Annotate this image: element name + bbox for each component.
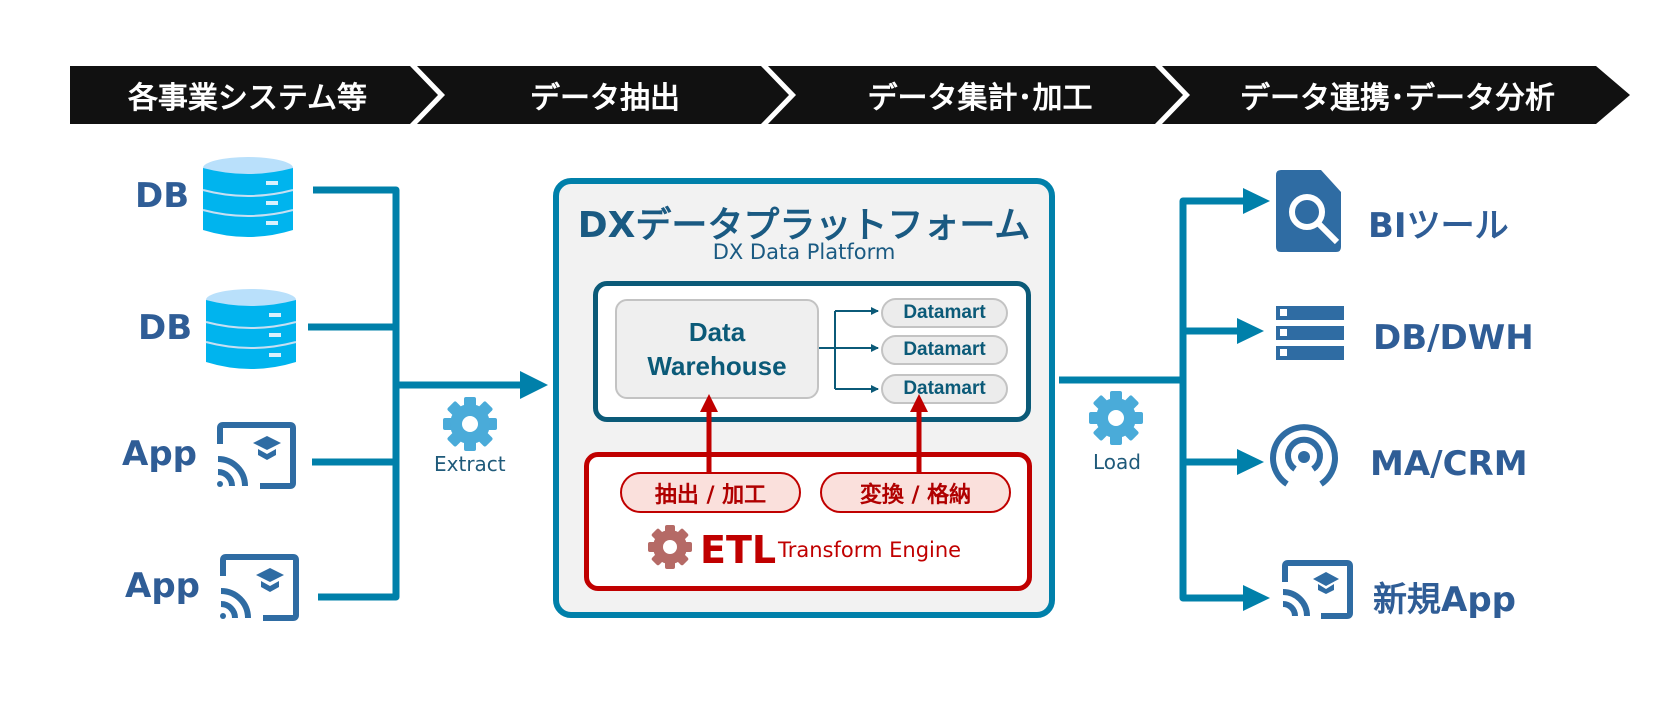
- source-label-db-2: DB: [138, 308, 193, 348]
- arrow-to-newapp: [1243, 585, 1270, 611]
- stage-label-1: 各事業システム等: [127, 81, 368, 116]
- source-label-db-1: DB: [135, 176, 190, 216]
- platform-subtitle: DX Data Platform: [712, 240, 896, 264]
- arrow-to-macrm: [1237, 449, 1264, 475]
- etl-gear-icon: [648, 525, 692, 569]
- extract-label: Extract: [434, 452, 506, 476]
- data-warehouse-box: Data Warehouse: [615, 299, 819, 399]
- load-label: Load: [1093, 450, 1141, 474]
- chevron-stage-2: [417, 66, 789, 124]
- target-label-macrm: MA/CRM: [1370, 444, 1528, 484]
- datamart-3: Datamart: [881, 374, 1008, 404]
- stage-label-4: データ連携･データ分析: [1240, 81, 1555, 116]
- etl-subtitle: Transform Engine: [778, 538, 962, 562]
- extract-gear-icon: [443, 397, 497, 451]
- etl-arrows: [700, 394, 928, 472]
- source-label-app-2: App: [125, 566, 200, 606]
- database-icon: [202, 157, 294, 237]
- load-gear-icon: [1089, 391, 1143, 445]
- datamart-connectors: [819, 307, 879, 393]
- server-list-icon: [1276, 306, 1344, 360]
- app-cast-icon: [220, 554, 299, 621]
- warehouse-line-1: Data: [688, 317, 746, 347]
- broadcast-icon: [1270, 424, 1338, 487]
- source-label-app-1: App: [122, 434, 197, 474]
- app-cast-icon: [217, 422, 296, 489]
- source-connectors: [308, 186, 525, 601]
- target-label-dbdwh: DB/DWH: [1373, 318, 1534, 358]
- target-label-newapp: 新規App: [1373, 580, 1516, 620]
- stage-label-2: データ抽出: [530, 81, 680, 116]
- stage-label-3: データ集計･加工: [867, 81, 1093, 116]
- arrow-to-dwh: [1237, 318, 1264, 344]
- extract-arrowhead: [520, 371, 548, 399]
- platform-title: DXデータプラットフォーム: [577, 205, 1031, 246]
- datamart-2: Datamart: [881, 335, 1008, 365]
- target-connectors: [1059, 197, 1250, 602]
- datamart-1: Datamart: [881, 298, 1008, 328]
- bi-search-document-icon: [1276, 170, 1341, 252]
- arrow-to-bi: [1243, 188, 1270, 214]
- etl-title: ETL: [700, 528, 777, 572]
- etl-step-transform-store: 変換 / 格納: [820, 472, 1011, 513]
- chevron-stage-4: [1162, 66, 1630, 124]
- database-icon: [205, 289, 297, 369]
- app-cast-icon: [1282, 560, 1353, 619]
- warehouse-line-2: Warehouse: [647, 351, 787, 381]
- target-label-bi: BIツール: [1368, 206, 1509, 246]
- etl-step-extract-process: 抽出 / 加工: [620, 472, 801, 513]
- chevron-stage-1: [70, 66, 438, 124]
- chevron-stage-3: [768, 66, 1183, 124]
